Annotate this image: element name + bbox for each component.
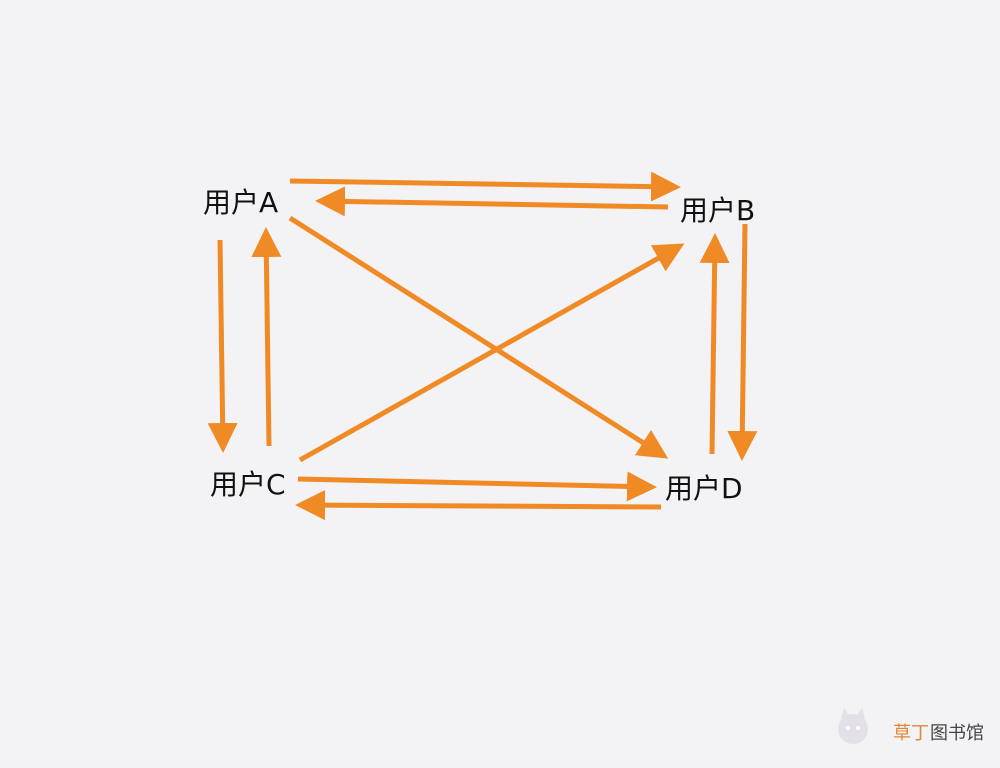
- edge-c-to-d: [297, 471, 657, 502]
- watermark-text-library: 图书馆: [930, 723, 984, 744]
- node-label-a: 用户A: [203, 186, 278, 219]
- watermark: 草丁 图书馆: [838, 708, 984, 744]
- edge-a-to-c: [207, 239, 238, 453]
- edge-b-to-a: [315, 186, 669, 217]
- edge-d-to-b: [699, 233, 730, 455]
- edge-a-to-d: [288, 215, 669, 459]
- watermark-text-brand: 草丁: [893, 723, 929, 744]
- node-label-d: 用户D: [665, 472, 743, 505]
- edge-c-to-a: [251, 227, 282, 447]
- edge-d-to-c: [295, 490, 662, 521]
- edge-c-to-b: [298, 243, 685, 463]
- edge-b-to-d: [727, 223, 758, 461]
- edge-a-to-b: [289, 171, 681, 202]
- node-label-b: 用户B: [680, 194, 755, 227]
- node-label-c: 用户C: [210, 468, 286, 501]
- cat-face-icon: [838, 708, 868, 744]
